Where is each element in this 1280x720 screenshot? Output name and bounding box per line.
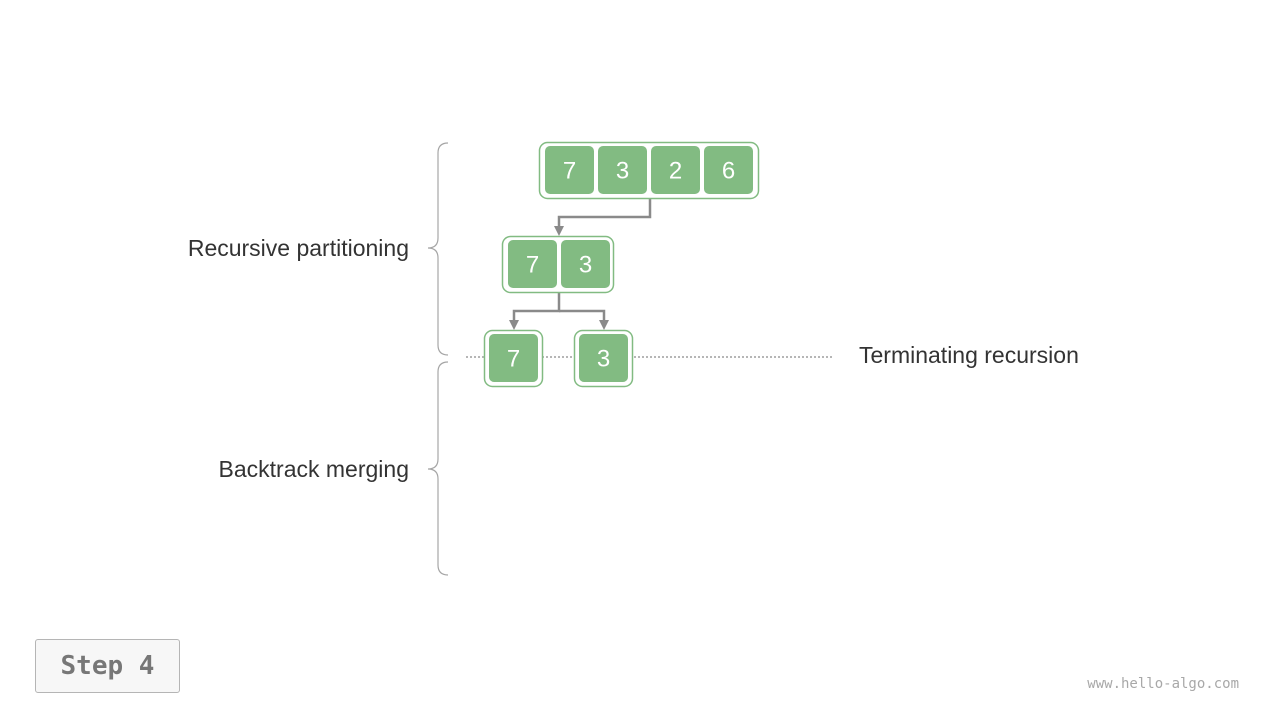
array-cell: 7	[545, 146, 594, 194]
arrow-level1-to-left	[509, 292, 561, 330]
array-cell: 6	[704, 146, 753, 194]
array-cell: 3	[598, 146, 647, 194]
step-indicator: Step 4	[35, 639, 180, 693]
partition-brace	[427, 142, 449, 356]
merge-brace	[427, 361, 449, 576]
array-cell: 2	[651, 146, 700, 194]
cell-value: 6	[722, 158, 735, 185]
array-cell: 7	[489, 334, 538, 382]
cell-value: 3	[597, 346, 610, 373]
arrow-level0-to-level1	[554, 198, 652, 236]
array-cell: 3	[579, 334, 628, 382]
cell-value: 7	[526, 252, 539, 279]
watermark: www.hello-algo.com	[1087, 676, 1239, 692]
arrow-level1-to-right	[559, 309, 609, 330]
array-level2-left: 7	[483, 329, 544, 388]
cell-value: 3	[579, 252, 592, 279]
cell-value: 7	[563, 158, 576, 185]
array-cell: 3	[561, 240, 610, 288]
cell-value: 3	[616, 158, 629, 185]
array-cell: 7	[508, 240, 557, 288]
array-level2-right: 3	[573, 329, 634, 388]
array-level1: 7 3	[501, 235, 615, 294]
backtrack-merging-label: Backtrack merging	[218, 456, 409, 482]
array-level0: 7 3 2 6	[538, 141, 760, 200]
cell-value: 7	[507, 346, 520, 373]
group-border	[538, 141, 760, 200]
terminating-recursion-label: Terminating recursion	[859, 342, 1079, 368]
cell-value: 2	[669, 158, 682, 185]
recursive-partitioning-label: Recursive partitioning	[187, 235, 409, 261]
